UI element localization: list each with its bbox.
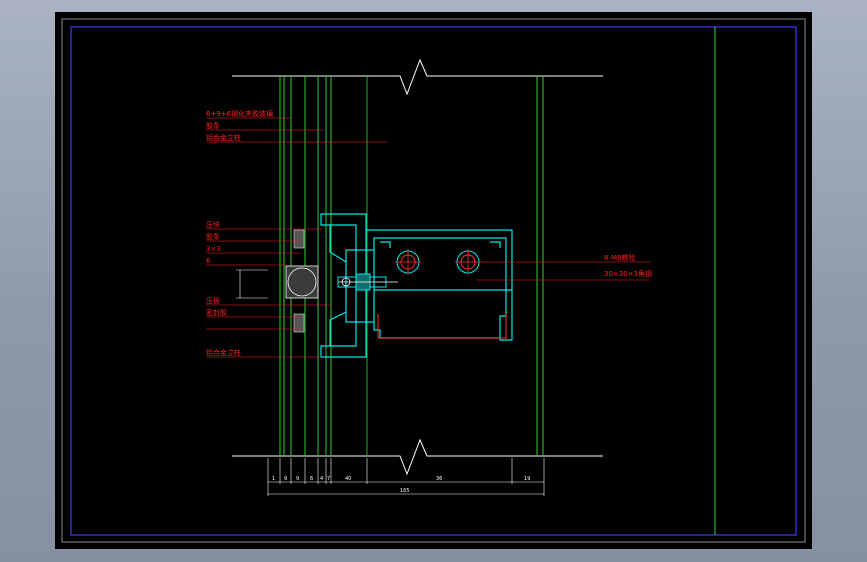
horizontal-bolt <box>337 273 398 291</box>
dim-5: 4 <box>320 476 323 482</box>
label-3x3: 3×3 <box>206 245 221 253</box>
drawing-frame: 6+9+6钢化夹胶玻璃 胶条 铝合金立柱 压块 胶条 3×3 6 压板 密封胶 … <box>55 12 812 549</box>
dim-1: 1 <box>272 476 275 482</box>
leader-lines-right <box>476 261 650 281</box>
dim-9: 19 <box>524 476 530 482</box>
label-mullion-bottom: 铝合金立柱 <box>206 348 241 357</box>
label-pressure-plate: 压板 <box>206 296 220 305</box>
label-6: 6 <box>206 257 211 265</box>
dim-total: 165 <box>400 488 410 494</box>
label-sealant: 密封胶 <box>206 308 227 317</box>
leader-lines-left <box>206 117 388 358</box>
bottom-break-line <box>232 438 603 476</box>
outer-border <box>61 18 806 543</box>
label-steel-angle: 30×30×3角钢 <box>604 269 652 278</box>
pressure-plate <box>285 229 319 333</box>
aluminium-profile <box>320 213 513 358</box>
cad-drawing: 6+9+6钢化夹胶玻璃 胶条 铝合金立柱 压块 胶条 3×3 6 压板 密封胶 … <box>61 18 806 543</box>
steel-angle <box>377 314 507 339</box>
dim-7: 40 <box>345 476 351 482</box>
label-pressure-block: 压块 <box>206 220 220 229</box>
label-mullion-top: 铝合金立柱 <box>206 133 241 142</box>
label-gasket-top: 胶条 <box>206 121 220 130</box>
inner-border <box>70 26 797 536</box>
dim-3: 9 <box>296 476 299 482</box>
label-glass: 6+9+6钢化夹胶玻璃 <box>206 109 273 118</box>
glass-lines <box>279 76 544 456</box>
dimension-mark-6 <box>236 269 268 299</box>
m8-bolts <box>395 249 481 275</box>
dim-6: 7 <box>327 476 330 482</box>
top-break-line <box>232 58 603 96</box>
label-m8-bolt: 8-M8螺栓 <box>604 253 635 262</box>
dimension-chain <box>267 458 545 496</box>
dim-2: 9 <box>284 476 287 482</box>
dim-8: 36 <box>436 476 442 482</box>
label-gasket-mid: 胶条 <box>206 232 220 241</box>
dim-4: 6 <box>310 476 313 482</box>
